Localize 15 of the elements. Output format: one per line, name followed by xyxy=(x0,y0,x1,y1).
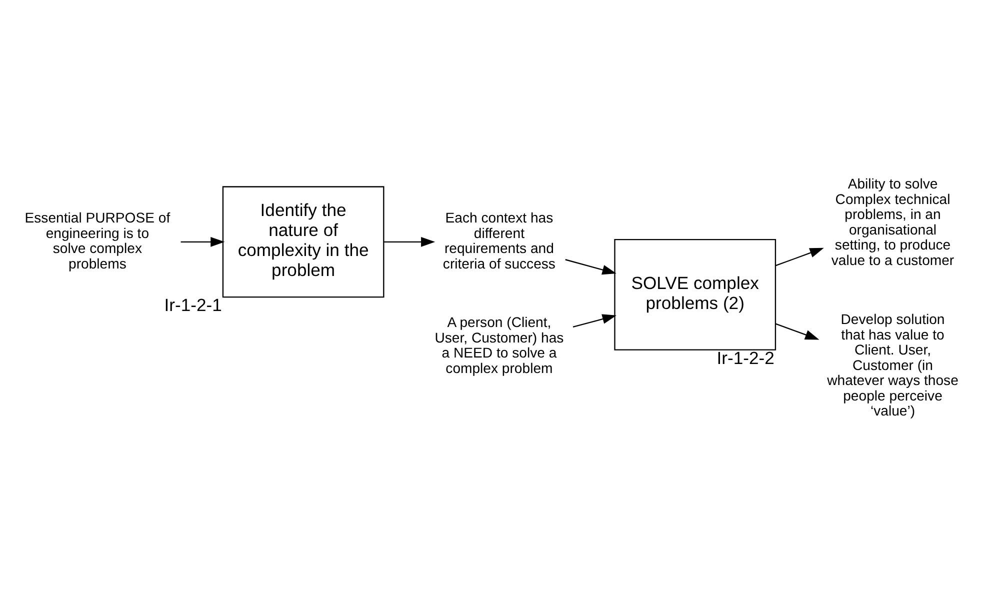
node-box: Identify the nature of complexity in the problem xyxy=(222,186,384,298)
node-box: SOLVE complex problems (2) xyxy=(614,238,776,350)
arrow xyxy=(776,322,820,340)
node-label: Ir-1-2-1 xyxy=(164,294,222,315)
arrow xyxy=(572,314,616,327)
node-label: Ir-1-2-2 xyxy=(716,347,774,368)
arrow xyxy=(180,236,225,246)
arrow xyxy=(565,258,616,274)
node-text: Essential PURPOSE of engineering is to solve complex problems xyxy=(24,209,170,271)
arrow xyxy=(384,236,436,246)
arrow xyxy=(776,247,824,266)
node-text: Each context has different requirements and criteria of success xyxy=(442,209,556,271)
node-text: A person (Client, User, Customer) has a NEED to solve a complex problem xyxy=(434,314,564,376)
node-text: Ability to solve Complex technical problems, in an organisational setting, to produce value to a customer xyxy=(831,175,954,268)
node-text: Develop solution that has value to Client. User, Customer (in whatever ways those people perceive ‘value’) xyxy=(827,310,958,418)
